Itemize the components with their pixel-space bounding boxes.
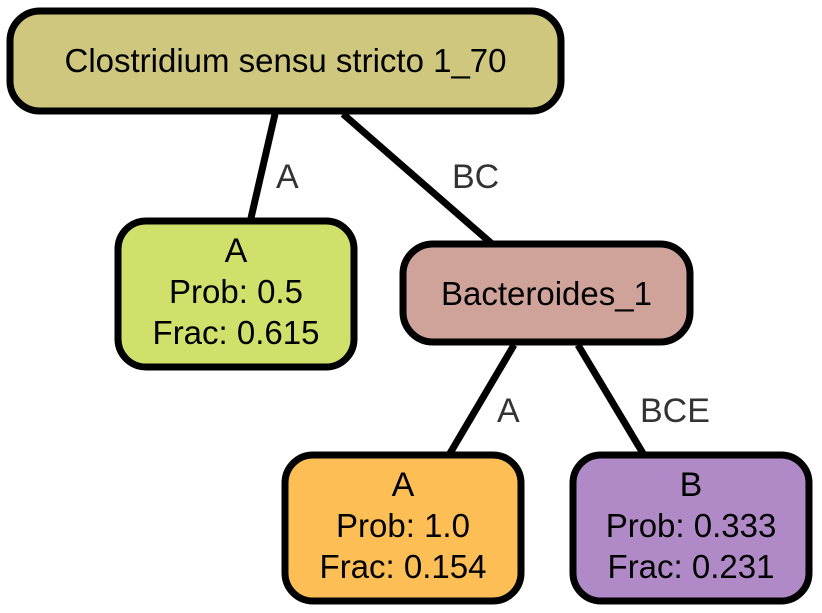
node-bacteroides-box: [399, 240, 694, 346]
node-bacteroides-label: Bacteroides_1: [441, 275, 652, 312]
node-leaf-a1-box: [114, 217, 358, 371]
edge-root-to-bacteroides: [340, 111, 494, 246]
edge-label-root-to-bacteroides: BC: [452, 158, 499, 196]
node-root-label: Clostridium sensu stricto 1_70: [64, 42, 506, 79]
edge-bacteroides-to-leaf-a2: [445, 343, 518, 457]
node-root-box: [6, 7, 565, 115]
node-leaf-a2-frac: Frac: 0.154: [320, 548, 487, 585]
node-leaf-a2-prob: Prob: 1.0: [336, 507, 470, 544]
edge-label-bacteroides-to-leaf-b: BCE: [640, 392, 710, 430]
edge-bacteroides-to-leaf-b: [574, 343, 648, 457]
node-leaf-a2-title: A: [392, 466, 415, 504]
node-leaf-a2[interactable]: A Prob: 1.0 Frac: 0.154: [281, 451, 525, 605]
edge-label-root-to-leaf-a1: A: [276, 158, 299, 196]
edge-label-bacteroides-to-leaf-a2: A: [497, 392, 520, 430]
edge-root-to-leaf-a1: [247, 113, 279, 219]
node-leaf-a2-box: [281, 451, 525, 605]
node-leaf-b-title: B: [680, 466, 703, 504]
node-leaf-b[interactable]: B Prob: 0.333 Frac: 0.231: [569, 451, 813, 605]
node-leaf-b-prob: Prob: 0.333: [606, 507, 777, 544]
node-leaf-a1-frac: Frac: 0.615: [153, 314, 320, 351]
node-leaf-a1[interactable]: A Prob: 0.5 Frac: 0.615: [114, 217, 358, 371]
node-leaf-b-frac: Frac: 0.231: [608, 548, 775, 585]
node-leaf-a1-title: A: [225, 232, 248, 270]
node-root[interactable]: Clostridium sensu stricto 1_70: [6, 7, 565, 115]
node-bacteroides[interactable]: Bacteroides_1: [399, 240, 694, 346]
node-leaf-b-box: [569, 451, 813, 605]
node-leaf-a1-prob: Prob: 0.5: [169, 273, 303, 310]
edge-labels: A BC A BCE: [276, 158, 710, 430]
edges: [247, 111, 648, 457]
